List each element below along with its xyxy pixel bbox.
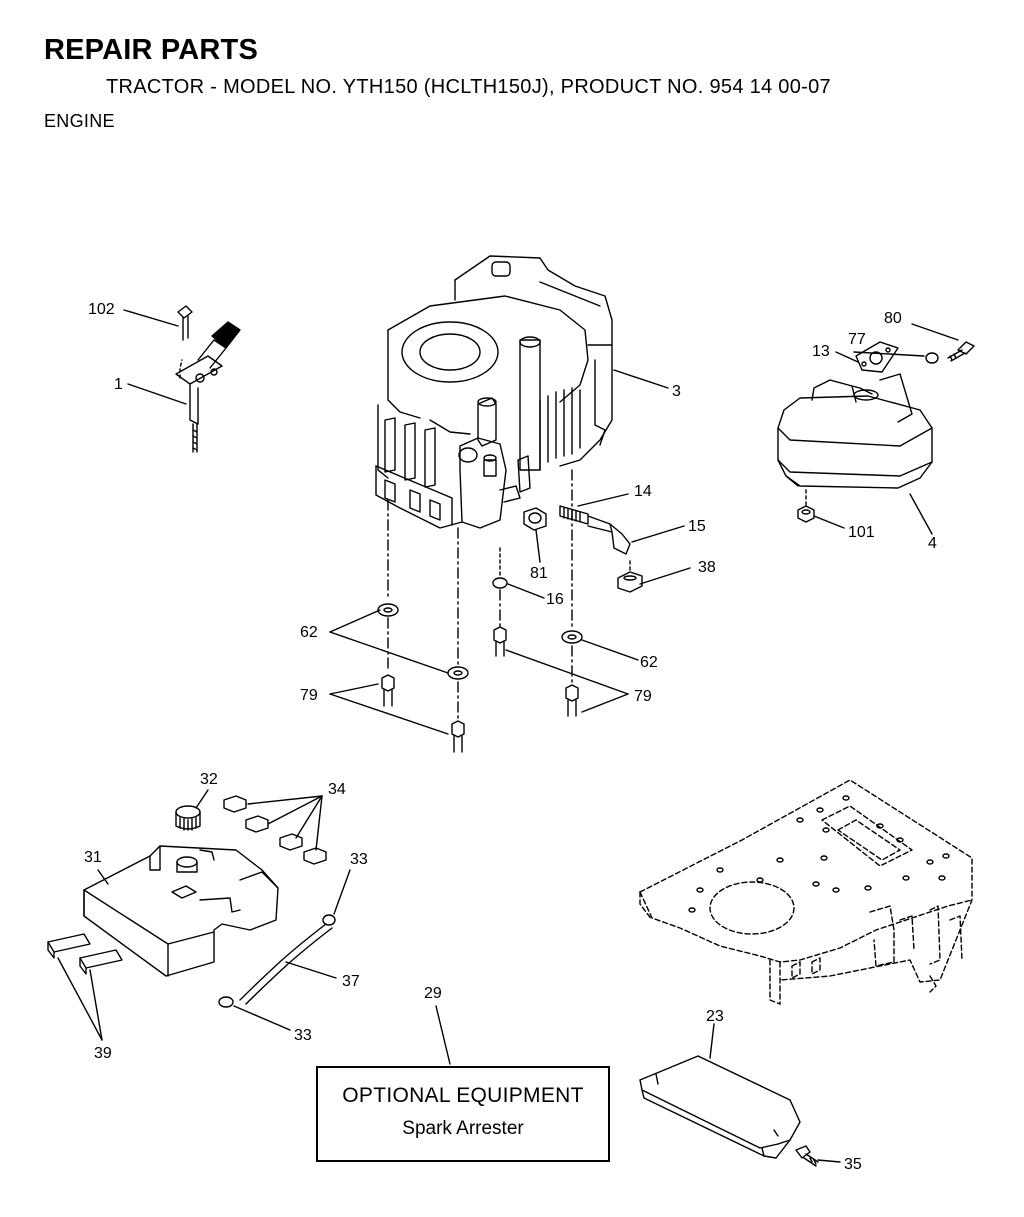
callout-77: 77 (848, 331, 866, 348)
engine-part (375, 255, 613, 529)
optional-equipment-item: Spark Arrester (402, 1118, 524, 1139)
callout-79-right: 79 (634, 688, 652, 705)
mounting-hardware-part (377, 603, 583, 753)
callout-4: 4 (928, 535, 937, 552)
model-subtitle: TRACTOR - MODEL NO. YTH150 (HCLTH150J), … (106, 76, 831, 98)
alignment-lines (387, 469, 573, 721)
page-title: REPAIR PARTS (44, 34, 259, 66)
callout-32: 32 (200, 771, 218, 788)
callout-62-right: 62 (640, 654, 658, 671)
fuel-tank-cover-part (47, 795, 336, 1008)
callout-35: 35 (844, 1156, 862, 1173)
callout-13: 13 (812, 343, 830, 360)
callout-31: 31 (84, 849, 102, 866)
callout-80: 80 (884, 310, 902, 327)
muffler-part (777, 341, 975, 523)
callout-labels: 102 1 3 80 77 13 4 101 14 15 81 38 16 62… (84, 301, 937, 1173)
callout-101: 101 (848, 524, 875, 541)
frame-holes (688, 795, 950, 913)
callout-81: 81 (530, 565, 548, 582)
callout-37: 37 (342, 973, 360, 990)
callout-62-left: 62 (300, 624, 318, 641)
callout-38: 38 (698, 559, 716, 576)
callout-1: 1 (114, 376, 123, 393)
spark-arrester-shield-part (639, 1055, 819, 1167)
callout-16: 16 (546, 591, 564, 608)
callout-102: 102 (88, 301, 115, 318)
optional-equipment-box: OPTIONAL EQUIPMENT Spark Arrester (316, 1066, 610, 1162)
callout-79-left: 79 (300, 687, 318, 704)
fuel-fittings-part (492, 505, 643, 593)
section-label: ENGINE (44, 111, 115, 131)
callout-23: 23 (706, 1008, 724, 1025)
callout-3: 3 (672, 383, 681, 400)
callout-33-bottom: 33 (294, 1027, 312, 1044)
optional-equipment-title: OPTIONAL EQUIPMENT (342, 1084, 584, 1107)
callout-34: 34 (328, 781, 346, 798)
throttle-control-part (175, 305, 241, 453)
callout-14: 14 (634, 483, 652, 500)
callout-33-top: 33 (350, 851, 368, 868)
callout-29: 29 (424, 985, 442, 1002)
leader-lines (57, 309, 959, 1163)
tractor-frame-part (639, 779, 973, 1005)
callout-15: 15 (688, 518, 706, 535)
callout-39: 39 (94, 1045, 112, 1062)
